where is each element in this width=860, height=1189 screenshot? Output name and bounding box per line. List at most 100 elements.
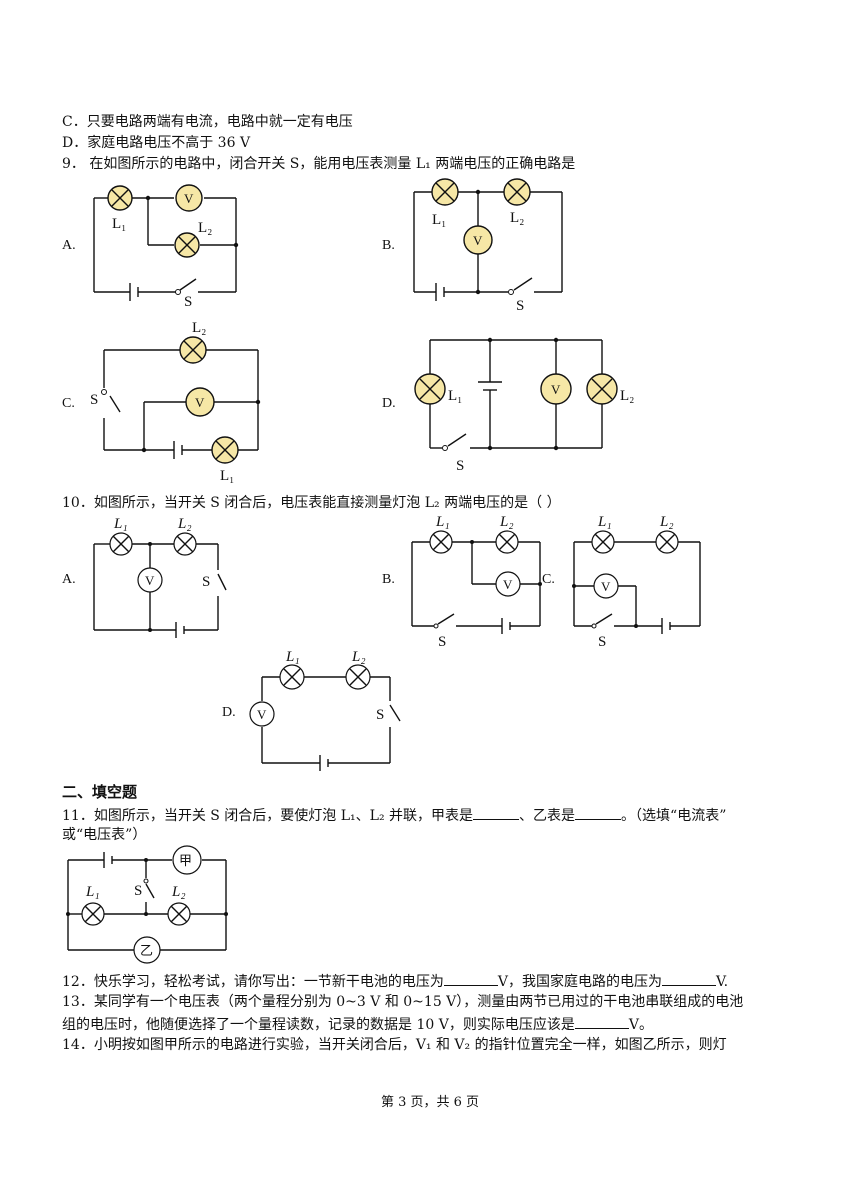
- q10-option-b-label: B.: [382, 572, 395, 587]
- svg-text:S: S: [376, 707, 384, 723]
- lamp-l1: [431, 178, 459, 206]
- voltmeter: V: [185, 387, 215, 417]
- q13-text-a: 组的电压时，他随便选择了一个量程读数，记录的数据是 10 V，则实际电压应该是: [62, 1017, 575, 1033]
- q12-text-c: V.: [715, 974, 729, 990]
- lamp-l2: [586, 373, 618, 405]
- answer-blank[interactable]: [574, 1014, 629, 1029]
- svg-text:S: S: [598, 634, 606, 650]
- q9-circuit-a: V L₁ L₂ S: [93, 184, 239, 310]
- q10-option-d-label: D.: [222, 705, 236, 720]
- answer-blank[interactable]: [473, 805, 520, 820]
- svg-text:L₂: L₂: [177, 516, 192, 532]
- lamp-l1: [591, 530, 615, 554]
- q8-option-d: D．家庭电路电压不高于 36 V: [62, 135, 251, 151]
- q9-option-b-label: B.: [382, 238, 395, 253]
- svg-text:L₁: L₁: [435, 514, 450, 530]
- svg-text:L₁: L₁: [448, 388, 462, 404]
- svg-text:S: S: [516, 298, 524, 314]
- meter-yi: 乙: [133, 936, 161, 964]
- voltmeter: V: [249, 701, 275, 727]
- svg-text:L₂: L₂: [659, 514, 674, 530]
- svg-text:L₁: L₁: [597, 514, 612, 530]
- lamp-l2: [173, 532, 197, 556]
- svg-text:S: S: [202, 574, 210, 590]
- lamp-l2: [179, 336, 207, 364]
- q11-text-a: 11．如图所示，当开关 S 闭合后，要使灯泡 L₁、L₂ 并联，甲表是: [62, 808, 474, 824]
- svg-text:V: V: [503, 577, 513, 592]
- lamp-l1: [429, 530, 453, 554]
- q10-circuit-a: V L₁ L₂ S: [93, 516, 227, 638]
- svg-text:L₁: L₁: [113, 516, 128, 532]
- q10-option-c-label: C.: [542, 572, 555, 587]
- lamp-l1: [107, 185, 133, 211]
- svg-text:V: V: [551, 382, 561, 397]
- voltmeter: V: [463, 225, 493, 255]
- q12-text-b: V，我国家庭电路的电压为: [497, 974, 662, 990]
- svg-text:L₂: L₂: [510, 210, 524, 226]
- svg-text:L₂: L₂: [171, 884, 186, 900]
- lamp-l2: [174, 232, 200, 258]
- svg-text:V: V: [601, 579, 611, 594]
- svg-text:V: V: [257, 707, 267, 722]
- svg-text:V: V: [473, 233, 483, 248]
- svg-text:V: V: [145, 573, 155, 588]
- q13-line2: 组的电压时，他随便选择了一个量程读数，记录的数据是 10 V，则实际电压应该是 V…: [62, 1014, 653, 1034]
- page-number: 第 3 页，共 6 页: [380, 1095, 480, 1110]
- svg-text:V: V: [195, 395, 205, 410]
- svg-text:L₂: L₂: [499, 514, 514, 530]
- q10-stem: 10．如图所示，当开关 S 闭合后，电压表能直接测量灯泡 L₂ 两端电压的是（ …: [62, 495, 561, 511]
- q9-option-d-label: D.: [382, 396, 396, 411]
- svg-text:L₁: L₁: [112, 216, 126, 232]
- svg-text:甲: 甲: [179, 853, 192, 868]
- lamp-l1: [414, 373, 446, 405]
- q9-option-a-label: A.: [62, 238, 76, 253]
- section-title: 二、填空题: [62, 783, 138, 801]
- svg-text:L₂: L₂: [351, 649, 366, 665]
- q9-circuit-b: V L₁ L₂ S: [413, 178, 563, 314]
- lamp-l2: [655, 530, 679, 554]
- q11-line1: 11．如图所示，当开关 S 闭合后，要使灯泡 L₁、L₂ 并联，甲表是 、乙表是 。…: [62, 805, 726, 825]
- q11-circuit: 甲 乙 L₁ S L₂: [66, 845, 228, 964]
- q11-text-b: 、乙表是: [519, 808, 576, 824]
- answer-blank[interactable]: [575, 805, 622, 820]
- q12: 12．快乐学习，轻松考试，请你写出：一节新干电池的电压为 V，我国家庭电路的电压为…: [62, 971, 728, 991]
- svg-text:L₁: L₁: [285, 649, 300, 665]
- q9-circuit-d: V L₁ L₂ S: [414, 337, 634, 474]
- lamp-l2: [503, 178, 531, 206]
- svg-text:S: S: [456, 458, 464, 474]
- answer-blank[interactable]: [443, 971, 498, 986]
- answer-blank[interactable]: [661, 971, 716, 986]
- svg-text:L₁: L₁: [432, 212, 446, 228]
- q10-circuit-b: V L₁ L₂ S: [411, 514, 542, 650]
- q13-line1: 13．某同学有一个电压表（两个量程分别为 0~3 V 和 0~15 V），测量由…: [62, 994, 744, 1010]
- q8-option-c: C．只要电路两端有电流，电路中就一定有电压: [62, 114, 353, 130]
- lamp-l1: [279, 664, 305, 690]
- voltmeter: V: [137, 567, 163, 593]
- svg-text:L₂: L₂: [192, 320, 206, 336]
- q11-text-c: 。（选填“电流表”: [621, 808, 727, 824]
- voltmeter: V: [495, 571, 521, 597]
- svg-text:乙: 乙: [140, 943, 153, 958]
- svg-text:L₁: L₁: [85, 884, 100, 900]
- svg-text:L₁: L₁: [220, 468, 234, 484]
- voltmeter: V: [175, 184, 203, 212]
- q11-line2: 或“电压表”）: [62, 827, 147, 843]
- lamp-l1: [109, 532, 133, 556]
- lamp-l2: [167, 902, 191, 926]
- q9-stem: 9． 在如图所示的电路中，闭合开关 S，能用电压表测量 L₁ 两端电压的正确电路…: [62, 156, 576, 172]
- q14-line1: 14．小明按如图甲所示的电路进行实验，当开关闭合后，V₁ 和 V₂ 的指针位置完…: [62, 1037, 727, 1053]
- q10-circuit-d: V L₁ L₂ S: [249, 649, 401, 771]
- lamp-l2: [495, 530, 519, 554]
- meter-jia: 甲: [172, 845, 202, 875]
- svg-text:L₂: L₂: [620, 388, 634, 404]
- q13-text-b: V。: [628, 1017, 653, 1033]
- svg-text:S: S: [134, 883, 142, 899]
- lamp-l2: [345, 664, 371, 690]
- lamp-l1: [81, 902, 105, 926]
- q10-circuit-c: V L₁ L₂ S: [572, 514, 701, 650]
- lamp-l1: [211, 436, 239, 464]
- svg-text:S: S: [438, 634, 446, 650]
- svg-text:V: V: [184, 191, 194, 206]
- svg-text:L₂: L₂: [198, 220, 212, 236]
- q12-text-a: 12．快乐学习，轻松考试，请你写出：一节新干电池的电压为: [62, 974, 444, 990]
